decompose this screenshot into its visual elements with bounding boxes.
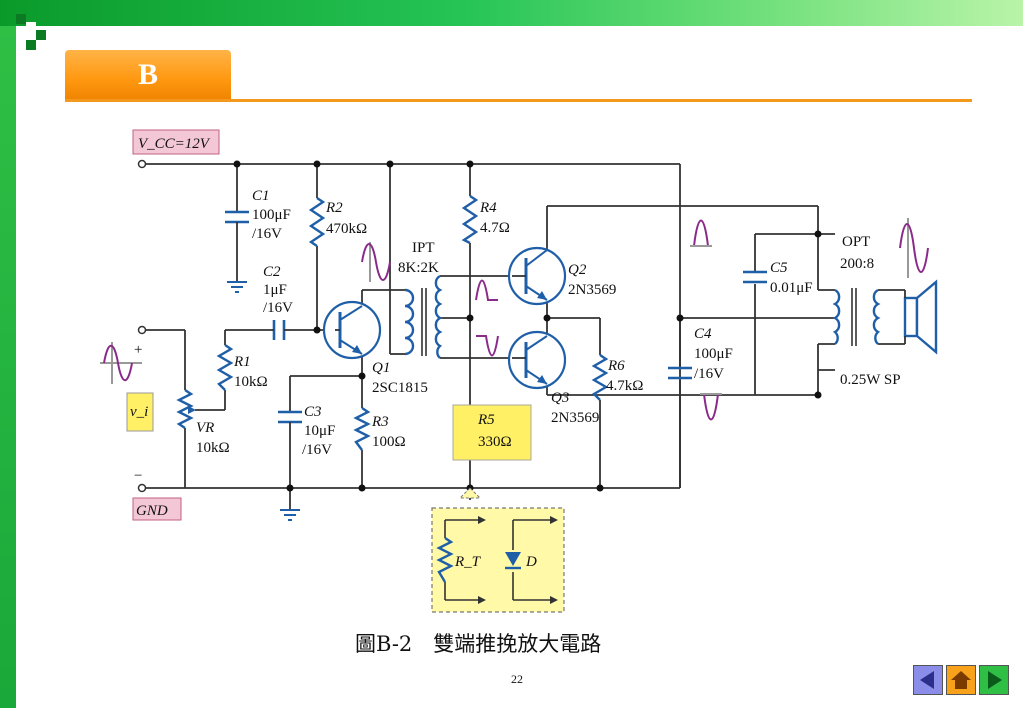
vi-label: v_i	[130, 404, 148, 420]
c4-value: 100μF	[694, 346, 733, 362]
corner-square-decoration	[26, 22, 36, 32]
vr-value: 10kΩ	[196, 440, 230, 456]
r3-name: R3	[371, 414, 389, 430]
c3-name: C3	[304, 404, 322, 420]
q2-name: Q2	[568, 262, 587, 278]
r2-resistor	[308, 197, 326, 247]
section-letter: B	[137, 58, 158, 91]
prev-slide-button[interactable]	[913, 665, 943, 695]
waveform-icons	[100, 218, 929, 421]
c5-name: C5	[770, 260, 788, 276]
r4-resistor	[461, 195, 479, 245]
q3-name: Q3	[551, 390, 569, 406]
capacitors	[225, 210, 767, 424]
resistors	[176, 195, 609, 451]
input-plus-label: +	[134, 342, 142, 358]
gnd-label-box	[132, 497, 182, 521]
left-banner	[0, 26, 16, 708]
q1-name: Q1	[372, 360, 390, 376]
corner-square-decoration	[46, 38, 56, 48]
r1-resistor	[216, 344, 234, 391]
r6-value: 4.7kΩ	[606, 378, 643, 394]
ipt-ratio: 8K:2K	[398, 260, 439, 276]
c2-name: C2	[263, 264, 281, 280]
r2-value: 470kΩ	[326, 221, 367, 237]
c2-value: 1μF	[263, 282, 287, 298]
q1-part: 2SC1815	[372, 380, 428, 396]
prev-arrow-icon	[920, 671, 934, 689]
next-arrow-icon	[988, 671, 1002, 689]
diode-icon	[505, 552, 521, 566]
r6-resistor	[591, 354, 609, 401]
terminals	[137, 159, 147, 493]
r3-resistor	[353, 407, 371, 451]
ipt-name: IPT	[412, 240, 435, 256]
c2-rating: /16V	[263, 300, 293, 316]
speaker-label: 0.25W SP	[840, 372, 901, 388]
q3-transistor	[507, 330, 567, 390]
corner-square-decoration	[16, 14, 26, 24]
r5-name: R5	[477, 412, 495, 428]
vr-wiper-arrow-icon	[188, 406, 196, 414]
vr-resistor	[176, 389, 194, 429]
r4-name: R4	[479, 200, 497, 216]
q3-part: 2N3569	[551, 410, 599, 426]
r2-name: R2	[325, 200, 343, 216]
input-minus-label: −	[134, 468, 142, 484]
home-button[interactable]	[946, 665, 976, 695]
c3-value: 10μF	[304, 423, 335, 439]
r5-substitution-inset	[431, 487, 565, 613]
vr-name: VR	[196, 420, 214, 436]
c5-value: 0.01μF	[770, 280, 813, 296]
gnd-label: GND	[136, 503, 168, 519]
r5-label-box	[452, 404, 532, 461]
c1-name: C1	[252, 188, 270, 204]
r4-value: 4.7Ω	[480, 220, 510, 236]
vcc-label-box	[132, 129, 220, 155]
r1-name: R1	[233, 354, 251, 370]
r5-value: 330Ω	[478, 434, 512, 450]
c3-rating: /16V	[302, 442, 332, 458]
corner-square-decoration	[26, 40, 36, 50]
r6-name: R6	[607, 358, 625, 374]
wires	[142, 163, 905, 510]
q2-transistor	[507, 246, 567, 306]
c1-rating: /16V	[252, 226, 282, 242]
opt-name: OPT	[842, 234, 870, 250]
ground-icon	[227, 281, 300, 521]
opt-transformer	[832, 288, 881, 346]
opt-ratio: 200:8	[840, 256, 874, 272]
c4-rating: /16V	[694, 366, 724, 382]
page-number: 22	[511, 672, 523, 686]
diode-label: D	[525, 554, 537, 570]
corner-square-decoration	[36, 30, 46, 40]
r3-value: 100Ω	[372, 434, 406, 450]
q1-transistor	[322, 300, 382, 360]
ipt-transformer	[404, 274, 443, 359]
q2-part: 2N3569	[568, 282, 616, 298]
top-banner	[0, 0, 1023, 26]
vcc-label: V_CC=12V	[138, 136, 211, 152]
speaker-icon	[903, 279, 938, 355]
c4-name: C4	[694, 326, 712, 342]
next-slide-button[interactable]	[979, 665, 1009, 695]
cap-leads	[236, 222, 291, 430]
vi-label-box	[126, 392, 154, 432]
c1-value: 100μF	[252, 207, 291, 223]
title-rule	[65, 99, 972, 102]
figure-caption: 圖B-2 雙端推挽放大電路	[355, 632, 602, 656]
junction-dots	[233, 160, 822, 492]
thermistor-icon	[436, 537, 454, 583]
section-tab: B	[65, 50, 231, 100]
home-icon	[951, 671, 971, 689]
r1-value: 10kΩ	[234, 374, 268, 390]
rt-label: R_T	[454, 554, 482, 570]
